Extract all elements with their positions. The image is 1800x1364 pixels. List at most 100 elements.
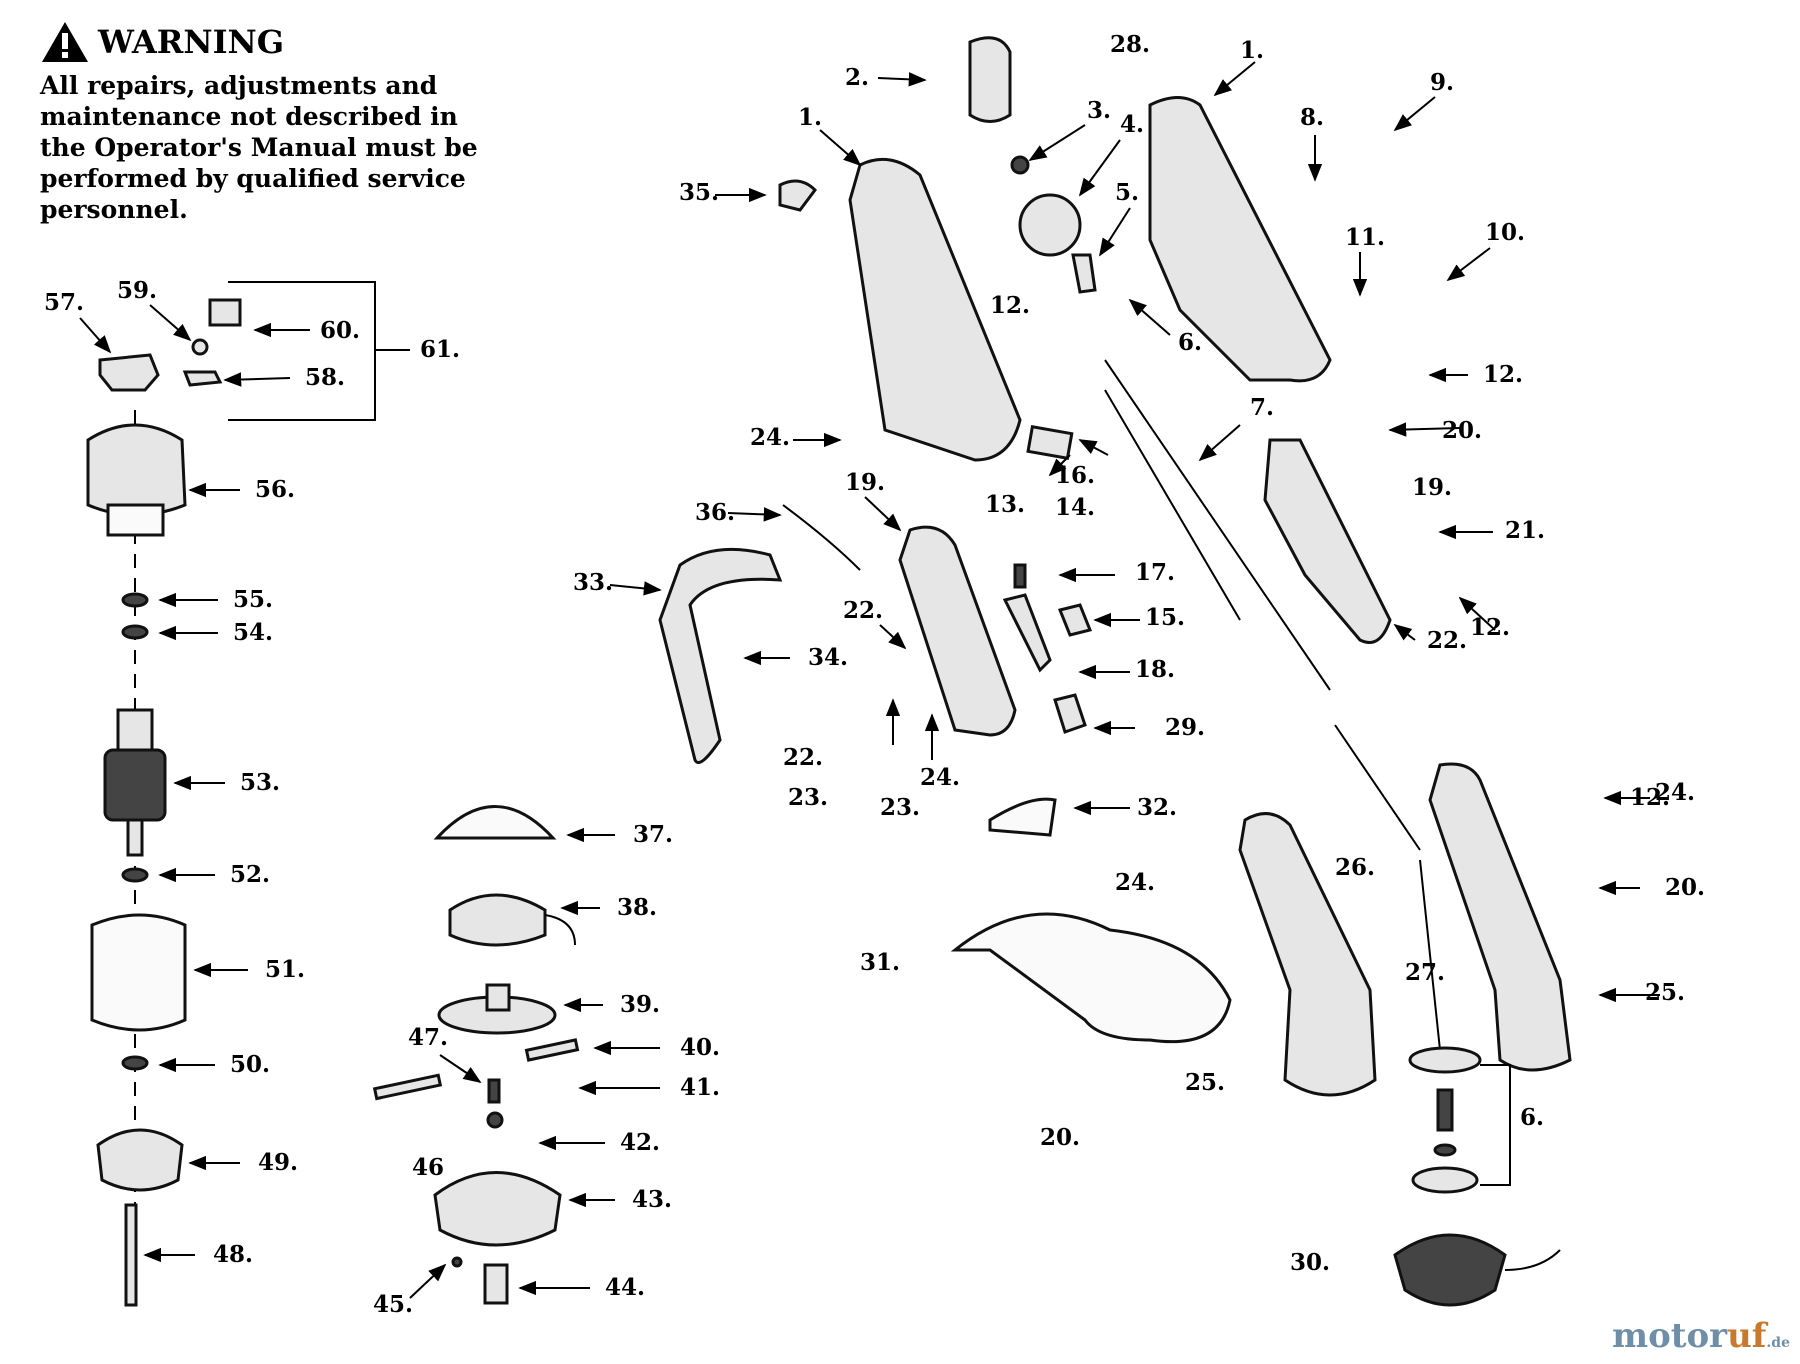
part-35-clip (778, 179, 817, 212)
warning-notice: WARNING All repairs, adjustments and mai… (40, 20, 520, 225)
callout-label: 58. (305, 364, 345, 391)
part-39-hub-center (485, 983, 511, 1012)
callout-label: 50. (230, 1051, 270, 1078)
callout-label: 22. (1427, 627, 1467, 654)
callout-label: 6. (1178, 329, 1202, 356)
callout-label: 2. (845, 64, 869, 91)
callout-label: 34. (808, 644, 848, 671)
callout-label: 45. (373, 1291, 413, 1318)
warning-line: the Operator's Manual must be (40, 133, 478, 162)
part-31-guard (950, 912, 1232, 1044)
part-55-washer (121, 592, 149, 608)
lower-assembly (950, 724, 1572, 1307)
leader-arrow (819, 129, 862, 167)
leader-arrow (1099, 207, 1131, 257)
part-49-end-bell (96, 1128, 184, 1192)
callout-label: 21. (1505, 517, 1545, 544)
part-32-label (988, 797, 1057, 837)
leader-arrow (409, 1263, 447, 1299)
part-60-switch (208, 298, 242, 327)
callout-label: 4. (1120, 111, 1144, 138)
part-54-washer (121, 624, 149, 640)
callout-label: 31. (860, 949, 900, 976)
callout-label: 23. (788, 784, 828, 811)
leader-arrow (1388, 422, 1461, 437)
leader-arrow (223, 372, 291, 387)
part-25-housing-right (1428, 762, 1572, 1072)
part-42-nut (486, 1111, 504, 1129)
callout-label: 35. (679, 179, 719, 206)
logo-suffix: .de (1766, 1335, 1790, 1351)
part-15-lock (1057, 603, 1093, 637)
part-36-cord-clip (782, 504, 861, 571)
part-4-gear (1018, 193, 1082, 257)
callout-label: 26. (1335, 854, 1375, 881)
callout-label: 28. (1110, 31, 1150, 58)
bracket-61 (228, 281, 376, 421)
callout-label: 11. (1345, 224, 1385, 251)
part-16-plate (1026, 424, 1074, 461)
callout-label: 8. (1300, 104, 1324, 131)
part-7-lower-tube (1334, 724, 1421, 851)
warning-body: All repairs, adjustments and maintenance… (40, 70, 520, 225)
callout-label: 55. (233, 586, 273, 613)
callout-label: 13. (985, 491, 1025, 518)
callout-label: 37. (633, 821, 673, 848)
leader-arrow (1393, 96, 1436, 132)
part-53-commutator (116, 708, 154, 752)
part-14-cord (1104, 389, 1241, 621)
warning-line: maintenance not described in (40, 102, 458, 131)
part-57-brush-cover (98, 353, 160, 392)
part-48-bolt (124, 1203, 138, 1307)
callout-label: 61. (420, 336, 460, 363)
logo-part-2: uf (1727, 1316, 1767, 1356)
callout-label: 39. (620, 991, 660, 1018)
callout-label: 56. (255, 476, 295, 503)
part-5-pinion (1071, 253, 1097, 294)
callout-label: 12. (1483, 361, 1523, 388)
callout-label: 19. (845, 469, 885, 496)
spool-assembly (372, 805, 580, 1305)
handle-assembly (658, 36, 1392, 837)
part-44-bushing (483, 1263, 509, 1305)
warning-line: personnel. (40, 195, 188, 224)
part-18-trigger (1002, 593, 1052, 673)
callout-label: 6. (1520, 1104, 1544, 1131)
part-56-motor-housing (86, 423, 187, 517)
callout-label: 22. (783, 744, 823, 771)
callout-label: 3. (1087, 97, 1111, 124)
callout-label: 27. (1405, 959, 1445, 986)
part-30-cutter-head (1393, 1233, 1507, 1307)
callout-label: 24. (1115, 869, 1155, 896)
leader-arrow (1213, 61, 1256, 97)
leader-arrow (79, 317, 112, 354)
part-27-bearing (1408, 1046, 1482, 1074)
warning-line: All repairs, adjustments and (40, 71, 438, 100)
callout-label: 14. (1055, 494, 1095, 521)
callout-label: 59. (117, 277, 157, 304)
leader-arrow (1458, 596, 1496, 631)
callout-label: 48. (213, 1241, 253, 1268)
logo-part-1: motor (1612, 1316, 1728, 1356)
callout-label: 53. (240, 769, 280, 796)
part-2-motor (968, 36, 1012, 123)
part-45-ball (451, 1256, 463, 1268)
callout-label: 54. (233, 619, 273, 646)
callout-label: 25. (1185, 1069, 1225, 1096)
warning-title: WARNING (98, 23, 285, 61)
callout-label: 42. (620, 1129, 660, 1156)
leader-arrow (1198, 424, 1241, 462)
leader-arrows (79, 61, 1660, 1299)
callout-label: 16. (1055, 462, 1095, 489)
callout-label: 49. (258, 1149, 298, 1176)
callout-label: 12. (1470, 614, 1510, 641)
callout-label: 9. (1430, 69, 1454, 96)
callout-label: 24. (1655, 779, 1695, 806)
part-50-washer (121, 1055, 149, 1071)
part-6-drive-shaft (1436, 1088, 1454, 1132)
leader-arrow (879, 624, 907, 650)
part-40-tab (524, 1038, 580, 1062)
callout-label: 38. (617, 894, 657, 921)
callout-label: 41. (680, 1074, 720, 1101)
